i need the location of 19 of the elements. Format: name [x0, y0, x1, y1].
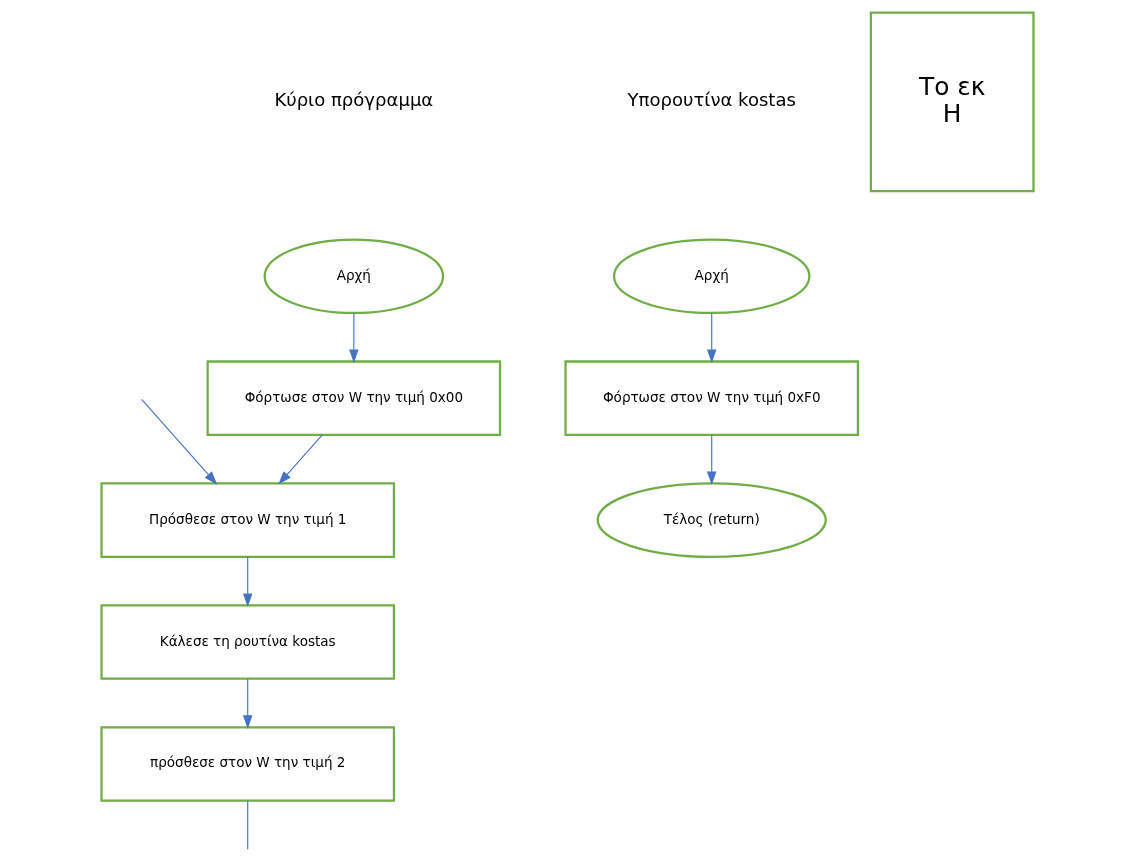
arrow — [242, 556, 253, 607]
node-box: πρόσθεσε στον W την τιμή 2 — [100, 726, 396, 802]
arrow — [707, 434, 717, 486]
arrow — [242, 678, 253, 729]
connector — [247, 800, 249, 850]
node-box: Φόρτωσε στον W την τιμή 0x00 — [206, 360, 502, 436]
node-ellipse: Αρχή — [263, 238, 445, 315]
arrow — [141, 398, 218, 485]
node-ellipse: Τέλος (return) — [596, 482, 827, 558]
node-box: Φόρτωσε στον W την τιμή 0xF0 — [564, 360, 860, 436]
node-box: Το εκ Η — [869, 11, 1035, 193]
node-ellipse: Αρχή — [612, 238, 811, 315]
node-box: Κάλεσε τη ρουτίνα kostas — [100, 604, 396, 680]
arrow — [707, 312, 717, 364]
label: Υπορουτίνα kostas — [627, 89, 796, 111]
arrow — [349, 312, 359, 364]
node-box: Πρόσθεσε στον W την τιμή 1 — [100, 482, 396, 558]
arrow — [278, 434, 323, 485]
label: Κύριο πρόγραμμα — [274, 89, 434, 111]
